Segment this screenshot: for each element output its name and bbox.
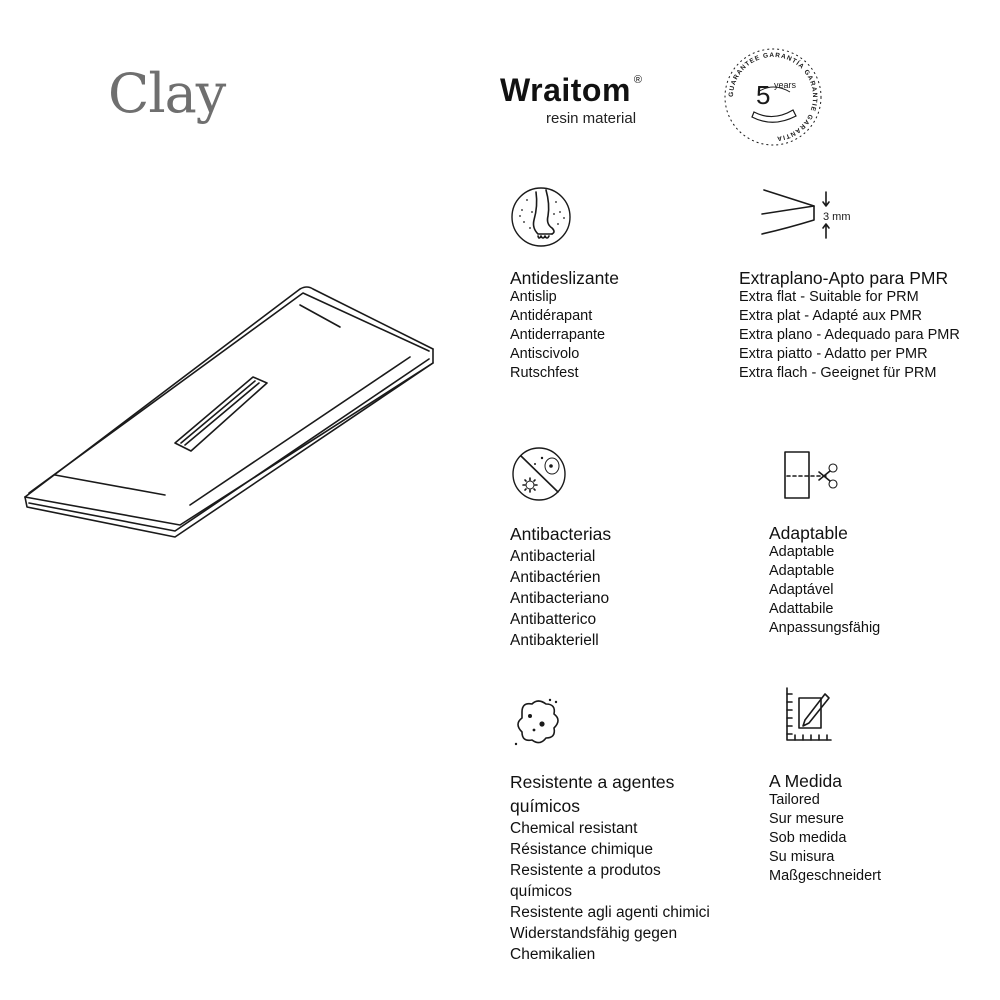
- feature-line: Extra flach - Geeignet für PRM: [739, 365, 937, 381]
- feature-line: Antibactérien: [510, 569, 601, 586]
- chemical-resistant-icon: [514, 698, 559, 746]
- brand-logo: Wraitom®: [500, 72, 643, 109]
- feature-line: Su misura: [769, 849, 835, 865]
- feature-line: Antislip: [510, 289, 557, 305]
- thickness-label: 3 mm: [823, 211, 851, 223]
- feature-line: Antibatterico: [510, 611, 597, 628]
- feature-antislip: Antideslizante Antislip Antidérapant Ant…: [510, 268, 619, 383]
- registered-mark: ®: [633, 74, 643, 86]
- tailored-icon: [786, 687, 832, 741]
- feature-heading: Adaptable: [769, 523, 848, 543]
- svg-text:GUARANTEE GARANTÍA GARANTIE GA: GUARANTEE GARANTÍA GARANTIE GARANTIA: [728, 52, 818, 142]
- product-title: Clay: [108, 62, 226, 125]
- feature-tailored: A Medida Tailored Sur mesure Sob medida …: [769, 771, 881, 886]
- feature-heading: Antideslizante: [510, 268, 619, 288]
- antislip-icon: [511, 187, 571, 247]
- feature-extraflat: Extraplano-Apto para PMR Extra flat - Su…: [739, 268, 960, 383]
- guarantee-ring-text: GUARANTEE GARANTÍA GARANTIE GARANTIA: [728, 52, 817, 142]
- feature-line: Adaptable: [769, 544, 835, 560]
- feature-line: Extra flat - Suitable for PRM: [739, 289, 919, 305]
- feature-chemical: Resistente a agentes químicos Chemical r…: [510, 770, 710, 965]
- feature-line: Maßgeschneidert: [769, 868, 882, 884]
- feature-line: Anpassungsfähig: [769, 620, 881, 636]
- feature-heading: A Medida: [769, 771, 842, 791]
- feature-line: Adaptável: [769, 582, 834, 598]
- adaptable-icon: [784, 451, 838, 499]
- extra-flat-icon: [761, 189, 830, 239]
- brand-name: Wraitom: [500, 72, 631, 108]
- feature-line: Antibacterial: [510, 548, 596, 565]
- guarantee-seal-icon: GUARANTEE GARANTÍA GARANTIE GARANTIA 5 y…: [724, 48, 822, 146]
- feature-heading: químicos: [510, 796, 581, 816]
- feature-line: Widerstandsfähig gegen: [510, 925, 678, 942]
- feature-line: Sur mesure: [769, 811, 844, 827]
- feature-line: Extra plano - Adequado para PMR: [739, 327, 960, 343]
- antibacterial-icon: [512, 447, 566, 501]
- feature-line: Antiscivolo: [510, 346, 580, 362]
- feature-adaptable: Adaptable Adaptable Adaptable Adaptável …: [769, 523, 880, 638]
- feature-line: Adattabile: [769, 601, 834, 617]
- guarantee-unit: years: [774, 80, 797, 90]
- feature-line: Résistance chimique: [510, 841, 654, 858]
- feature-line: Antidérapant: [510, 308, 593, 324]
- shower-tray-illustration: [24, 286, 434, 538]
- feature-line: químicos: [510, 883, 573, 900]
- feature-line: Antiderrapante: [510, 327, 606, 343]
- feature-line: Sob medida: [769, 830, 847, 846]
- feature-line: Resistente agli agenti chimici: [510, 904, 710, 921]
- feature-antibacterial: Antibacterias Antibacterial Antibactérie…: [510, 522, 611, 651]
- feature-line: Adaptable: [769, 563, 835, 579]
- feature-heading: Extraplano-Apto para PMR: [739, 268, 949, 288]
- guarantee-number: 5: [756, 80, 770, 110]
- feature-line: Chemikalien: [510, 946, 596, 963]
- feature-line: Rutschfest: [510, 365, 579, 381]
- feature-line: Extra piatto - Adatto per PMR: [739, 346, 928, 362]
- feature-line: Tailored: [769, 792, 820, 808]
- feature-heading: Resistente a agentes: [510, 772, 675, 792]
- feature-line: Chemical resistant: [510, 820, 638, 837]
- feature-line: Antibakteriell: [510, 632, 599, 649]
- brand-subtitle: resin material: [546, 110, 637, 127]
- feature-line: Extra plat - Adapté aux PMR: [739, 308, 922, 324]
- feature-line: Antibacteriano: [510, 590, 610, 607]
- feature-heading: Antibacterias: [510, 524, 612, 544]
- feature-line: Resistente a produtos: [510, 862, 661, 879]
